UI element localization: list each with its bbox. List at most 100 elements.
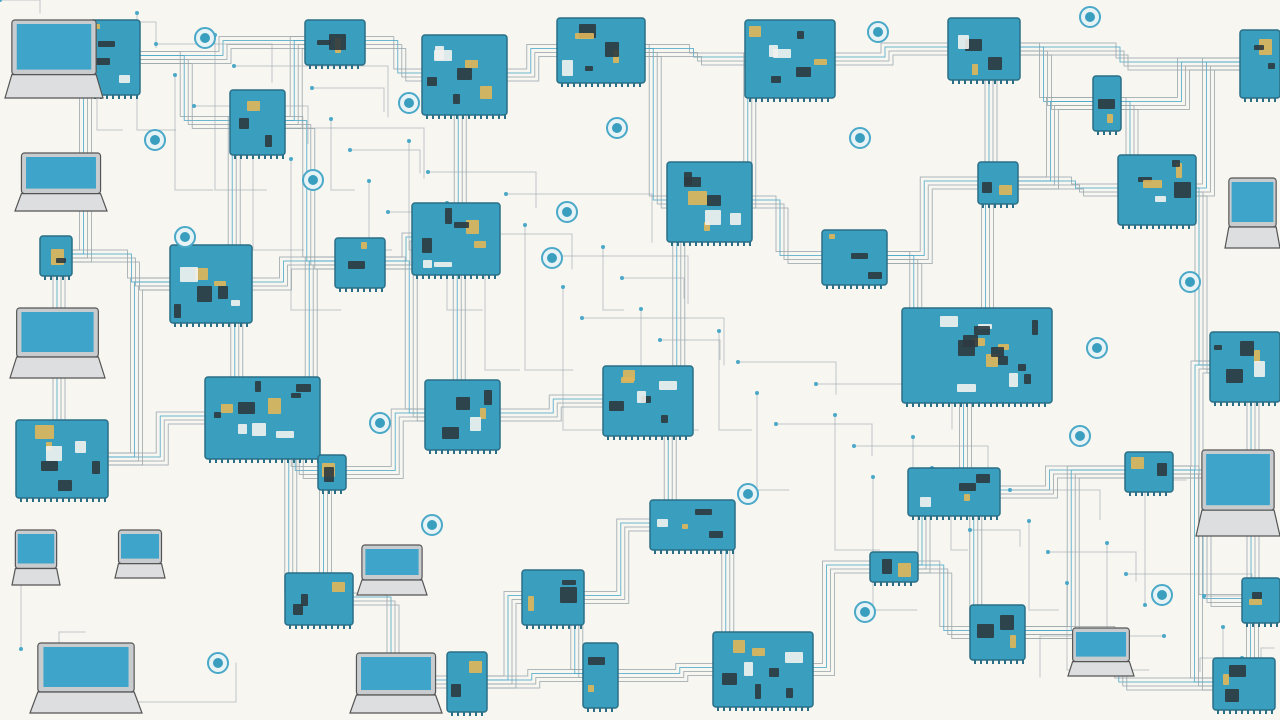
pin bbox=[299, 459, 301, 463]
pin bbox=[562, 625, 564, 629]
pin bbox=[246, 155, 248, 159]
trace-pad bbox=[852, 444, 856, 448]
pin bbox=[970, 80, 972, 84]
circuit-board bbox=[869, 551, 919, 586]
circuit-trace bbox=[330, 119, 355, 191]
circuit-board bbox=[229, 89, 286, 159]
chip-component bbox=[1098, 99, 1115, 109]
network-node-core bbox=[308, 175, 318, 185]
network-node-core bbox=[1085, 12, 1095, 22]
chip-component bbox=[959, 483, 976, 491]
network-node-core bbox=[855, 133, 865, 143]
laptop-keyboard bbox=[9, 356, 106, 379]
trace-pad bbox=[329, 117, 333, 121]
pin bbox=[228, 323, 230, 327]
chip-component bbox=[484, 390, 492, 405]
pin bbox=[936, 516, 938, 520]
pin bbox=[702, 550, 704, 554]
pin bbox=[988, 80, 990, 84]
pin bbox=[689, 242, 691, 246]
pin bbox=[637, 436, 639, 440]
pin bbox=[381, 288, 383, 292]
circuit-board bbox=[411, 202, 501, 279]
pin bbox=[468, 115, 470, 119]
chip-component bbox=[451, 684, 461, 697]
pin bbox=[1223, 710, 1225, 714]
chip-component bbox=[1229, 665, 1246, 677]
pin bbox=[777, 707, 779, 711]
laptop-screen bbox=[21, 312, 94, 352]
pin bbox=[434, 275, 436, 279]
pin bbox=[339, 288, 341, 292]
pin bbox=[463, 712, 465, 716]
circuit-trace bbox=[0, 0, 41, 14]
chip-component bbox=[1223, 674, 1229, 685]
pin bbox=[1158, 225, 1160, 229]
chip-component bbox=[637, 391, 646, 403]
circuit-trace bbox=[174, 75, 214, 191]
pin bbox=[216, 323, 218, 327]
circuit-trace bbox=[466, 233, 573, 270]
pin bbox=[801, 707, 803, 711]
network-node-core bbox=[200, 33, 210, 43]
pin bbox=[504, 115, 506, 119]
chip-component bbox=[422, 238, 432, 253]
chip-component bbox=[197, 286, 212, 302]
pin bbox=[960, 403, 962, 407]
chip-component bbox=[528, 596, 534, 611]
pin bbox=[1264, 623, 1266, 627]
chip-component bbox=[682, 524, 688, 529]
circuit-trace bbox=[660, 339, 721, 360]
pin bbox=[357, 288, 359, 292]
laptop-screen bbox=[365, 549, 419, 575]
chip-component bbox=[958, 340, 975, 356]
pin bbox=[966, 516, 968, 520]
chip-component bbox=[427, 77, 437, 86]
pin bbox=[307, 625, 309, 629]
pin bbox=[209, 459, 211, 463]
trace-pad bbox=[426, 170, 430, 174]
pin bbox=[625, 436, 627, 440]
pin bbox=[239, 459, 241, 463]
circuit-trace bbox=[484, 265, 520, 371]
circuit-board bbox=[521, 569, 585, 629]
pin bbox=[1244, 98, 1246, 102]
pin bbox=[446, 275, 448, 279]
pin bbox=[276, 155, 278, 159]
laptop-screen bbox=[121, 534, 159, 559]
chip-component bbox=[999, 185, 1012, 195]
pin bbox=[1258, 623, 1260, 627]
chip-component bbox=[562, 60, 573, 76]
chip-component bbox=[119, 75, 130, 83]
pin bbox=[1000, 80, 1002, 84]
trace-pad bbox=[1065, 581, 1069, 585]
chip-component bbox=[247, 101, 260, 111]
pin bbox=[747, 707, 749, 711]
chip-component bbox=[964, 494, 970, 501]
pin bbox=[343, 625, 345, 629]
network-node-core bbox=[404, 98, 414, 108]
chip-component bbox=[296, 384, 311, 392]
trace-pad bbox=[774, 422, 778, 426]
chip-component bbox=[560, 587, 577, 603]
pin bbox=[482, 275, 484, 279]
chip-component bbox=[709, 531, 723, 538]
circuit-trace bbox=[1003, 477, 1155, 639]
chip-component bbox=[940, 316, 958, 327]
pin bbox=[1008, 403, 1010, 407]
circuit-board bbox=[39, 235, 73, 280]
chip-component bbox=[1214, 345, 1222, 350]
pin bbox=[986, 660, 988, 664]
chip-component bbox=[1010, 635, 1016, 648]
pin bbox=[713, 242, 715, 246]
circuit-board bbox=[666, 161, 753, 246]
chip-component bbox=[268, 398, 281, 414]
pin bbox=[369, 288, 371, 292]
laptop-screen bbox=[1231, 182, 1274, 222]
chip-component bbox=[562, 580, 576, 585]
pin bbox=[186, 323, 188, 327]
pin bbox=[655, 436, 657, 440]
laptop-keyboard bbox=[14, 193, 108, 212]
pin bbox=[325, 625, 327, 629]
circuit-trace bbox=[602, 247, 624, 311]
